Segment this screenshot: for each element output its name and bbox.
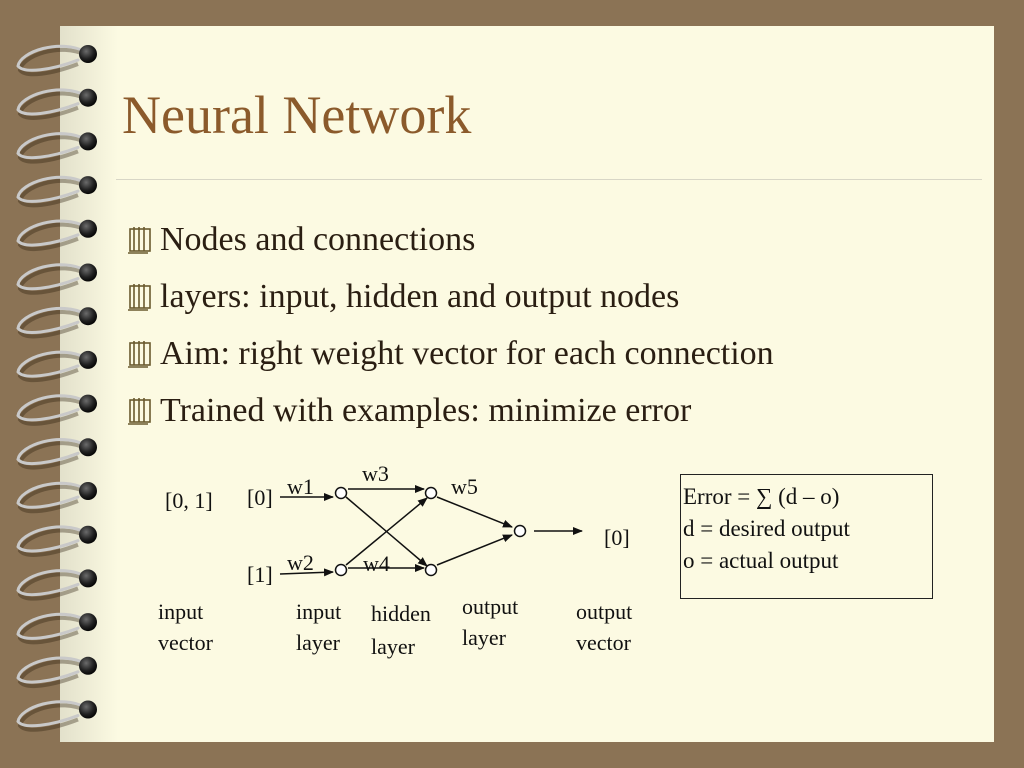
- input-value-bottom: [1]: [247, 562, 273, 587]
- spiral-ring-icon: [16, 306, 97, 339]
- hidden-layer-label-line1: hidden: [371, 601, 431, 626]
- desired-output-definition: d = desired output: [683, 516, 850, 541]
- weight-w5: w5: [451, 474, 478, 499]
- notebook-page: [60, 26, 994, 742]
- weight-w2: w2: [287, 550, 314, 575]
- bullet-item: Aim: right weight vector for each connec…: [124, 325, 774, 382]
- spiral-ring-icon: [16, 438, 97, 470]
- actual-output-definition: o = actual output: [683, 548, 839, 573]
- spiral-ring-icon: [16, 132, 97, 164]
- spiral-ring-icon: [16, 394, 97, 426]
- input-layer-label-line1: input: [296, 599, 341, 624]
- spiral-ring-icon: [16, 263, 97, 295]
- spiral-ring-icon: [16, 44, 97, 77]
- error-formula-box: Error = ∑ (d – o) d = desired output o =…: [680, 474, 933, 599]
- output-node: [513, 524, 527, 538]
- spiral-ring-icon: [16, 612, 97, 645]
- bullet-text: Aim: right weight vector for each connec…: [160, 334, 774, 372]
- bullet-list: Nodes and connections layers: input, hid…: [124, 211, 774, 439]
- connection-cross-up: [345, 497, 428, 566]
- spiral-ring-icon: [16, 481, 97, 514]
- output-layer-label-line1: output: [462, 594, 518, 619]
- bullet-text: layers: input, hidden and output nodes: [160, 277, 680, 315]
- output-value: [0]: [604, 525, 630, 550]
- slide-title: Neural Network: [122, 85, 472, 145]
- weight-w4: w4: [363, 551, 390, 576]
- spiral-ring-icon: [16, 219, 97, 252]
- connection-w5: [436, 496, 513, 528]
- spiral-binding: [16, 44, 97, 732]
- bullet-item: layers: input, hidden and output nodes: [124, 268, 774, 325]
- connection-hidden-bottom: [436, 534, 513, 566]
- spiral-ring-icon: [16, 88, 97, 120]
- bullet-text: Nodes and connections: [160, 220, 476, 258]
- input-value-top: [0]: [247, 485, 273, 510]
- input-vector-label-line2: vector: [158, 630, 214, 655]
- spiral-ring-icon: [16, 569, 97, 601]
- output-layer-label-line2: layer: [462, 625, 507, 650]
- hidden-node-1: [424, 486, 438, 500]
- bullet-item: Nodes and connections: [124, 211, 774, 268]
- bullet-text: Trained with examples: minimize error: [160, 391, 692, 429]
- input-node-2: [334, 563, 348, 577]
- output-vector-label-line1: output: [576, 599, 632, 624]
- notepad-icon: [128, 226, 151, 254]
- spiral-ring-icon: [16, 350, 97, 383]
- spiral-ring-icon: [16, 525, 97, 557]
- weight-w3: w3: [362, 461, 389, 486]
- notepad-icon: [128, 283, 151, 311]
- spiral-ring-icon: [16, 700, 97, 732]
- input-node-1: [334, 486, 348, 500]
- error-formula: Error = ∑ (d – o): [683, 484, 840, 509]
- title-divider: [116, 179, 982, 180]
- input-arrow-bottom: [279, 568, 334, 577]
- weight-w1: w1: [287, 474, 314, 499]
- notepad-icon: [128, 340, 151, 368]
- spiral-ring-icon: [16, 175, 97, 208]
- hidden-layer-label-line2: layer: [371, 634, 416, 659]
- input-vector-label-line1: input: [158, 599, 203, 624]
- spiral-ring-icon: [16, 656, 97, 689]
- notepad-icon: [128, 397, 151, 425]
- hidden-node-2: [424, 563, 438, 577]
- input-vector-value: [0, 1]: [165, 488, 213, 513]
- bullet-item: Trained with examples: minimize error: [124, 382, 774, 439]
- output-vector-label-line2: vector: [576, 630, 632, 655]
- input-layer-label-line2: layer: [296, 630, 341, 655]
